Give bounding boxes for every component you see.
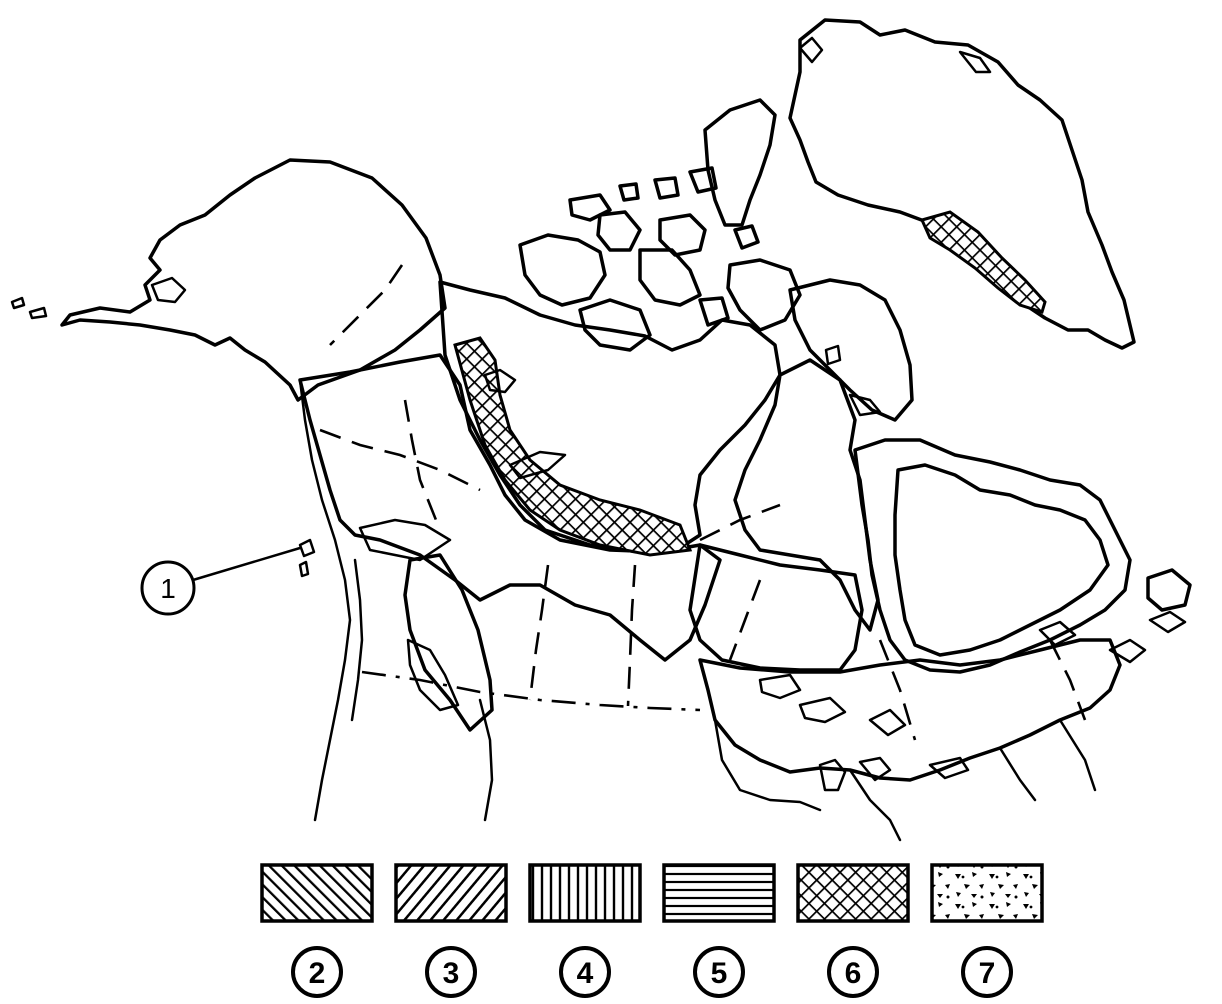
zone-6-central: [453, 336, 693, 557]
legend-item-3: 3: [394, 863, 508, 998]
legend-number-label: 3: [443, 957, 460, 990]
boundaries: [319, 399, 1087, 741]
quebec-labrador: [853, 438, 1192, 674]
legend-swatch-horizontal: [662, 863, 776, 923]
legend-item-5: 5: [662, 863, 776, 998]
legend-item-2: 2: [260, 863, 374, 998]
legend-number-circle: [961, 946, 1013, 998]
alaska: [10, 158, 447, 402]
legend-number-circle: [693, 946, 745, 998]
legend-number-label: 2: [309, 957, 326, 990]
zone-6-greenland: [919, 210, 1047, 314]
legend-number-label: 4: [577, 957, 594, 990]
legend-swatch-diagonal-up: [394, 863, 508, 923]
legend-item-7: 7: [930, 863, 1044, 998]
legend-number-label: 7: [979, 957, 996, 990]
zone-2-middle: [688, 543, 864, 672]
callout-1-label: 1: [160, 573, 176, 604]
legend-swatch-crosshatch: [796, 863, 910, 923]
greenland: [788, 18, 1136, 350]
legend-number-circle: [291, 946, 343, 998]
legend-number-circle: [425, 946, 477, 998]
legend: 2 3 4 5 6 7: [260, 863, 1044, 998]
legend-swatch-diagonal-down: [260, 863, 374, 923]
hudson-bay: [733, 344, 880, 632]
legend-number-label: 5: [711, 957, 728, 990]
coastlines: [298, 378, 1187, 842]
legend-number-circle: [827, 946, 879, 998]
zone-2-western: [298, 353, 722, 732]
legend-swatch-stipple: [930, 863, 1044, 923]
legend-number-circle: [559, 946, 611, 998]
callout-1-circle: [140, 560, 196, 616]
zone-3-central: [438, 278, 914, 557]
legend-swatch-vertical: [528, 863, 642, 923]
legend-item-4: 4: [528, 863, 642, 998]
legend-number-label: 6: [845, 957, 862, 990]
zone-7-south: [698, 620, 1122, 782]
legend-item-6: 6: [796, 863, 910, 998]
callout-1: 1: [140, 546, 301, 616]
arctic-islands: [518, 98, 802, 352]
zone-5-alaska: [60, 158, 447, 402]
